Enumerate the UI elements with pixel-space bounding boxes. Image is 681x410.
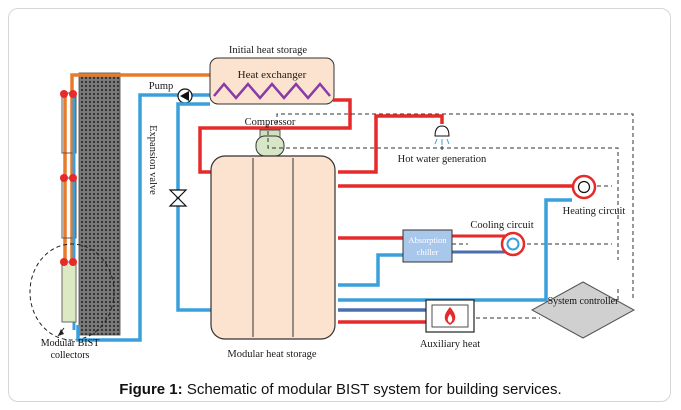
figure-caption: Figure 1: Schematic of modular BIST syst… <box>0 381 681 398</box>
modular-heat-storage-tank <box>210 155 336 340</box>
expansion-valve-icon <box>168 189 188 207</box>
absorption-chiller-box <box>402 229 453 263</box>
caption-text: Schematic of modular BIST system for bui… <box>186 381 562 398</box>
caption-prefix: Figure 1: <box>119 381 183 398</box>
heat-exchanger-tank <box>209 57 335 105</box>
label-system-controller: System controller <box>547 296 619 307</box>
shower-icon <box>434 125 450 145</box>
bist-collector-array <box>78 72 121 336</box>
heating-radiator-icon <box>571 174 597 200</box>
compressor-icon <box>255 129 285 157</box>
collector-highlight-ellipse <box>29 243 115 341</box>
label-expansion-valve: Expansion valve <box>147 125 158 195</box>
label-collectors-wrap: Modular BIST collectors <box>40 338 100 361</box>
label-compressor: Compressor <box>245 117 296 128</box>
chiller-return-line <box>338 253 403 287</box>
bist-collector-module <box>61 261 77 323</box>
collector-sensor-dots <box>60 90 77 266</box>
flame-core-icon <box>447 314 453 323</box>
pump-icon <box>177 88 193 104</box>
control-signal-lines <box>267 113 634 319</box>
label-heating-circuit: Heating circuit <box>563 206 626 217</box>
label-hot-water-generation: Hot water generation <box>398 154 487 165</box>
heat-exchanger-coil <box>213 82 331 100</box>
label-system-controller-wrap: System controller <box>547 296 619 307</box>
label-modular-heat-storage: Modular heat storage <box>227 349 317 360</box>
heat-pump-cold-line <box>176 102 212 312</box>
system-controller-diamond <box>530 281 636 339</box>
hot-water-supply-line <box>338 114 444 174</box>
label-absorption-chiller: Absorption chiller <box>408 235 447 257</box>
label-auxiliary-heat: Auxiliary heat <box>420 339 480 350</box>
cooling-circuit-icon <box>500 231 526 257</box>
label-pump: Pump <box>149 81 174 92</box>
label-absorption-chiller-wrap: Absorption chiller <box>408 235 447 257</box>
collector-cold-loop <box>76 93 210 342</box>
collector-callout-arrowhead <box>58 329 64 336</box>
label-modular-bist-collectors: Modular BIST collectors <box>40 338 100 361</box>
label-heat-exchanger: Heat exchanger <box>238 69 307 81</box>
heat-pump-hot-line <box>198 98 352 174</box>
label-cooling-circuit: Cooling circuit <box>470 220 533 231</box>
label-initial-heat-storage: Initial heat storage <box>229 45 307 56</box>
